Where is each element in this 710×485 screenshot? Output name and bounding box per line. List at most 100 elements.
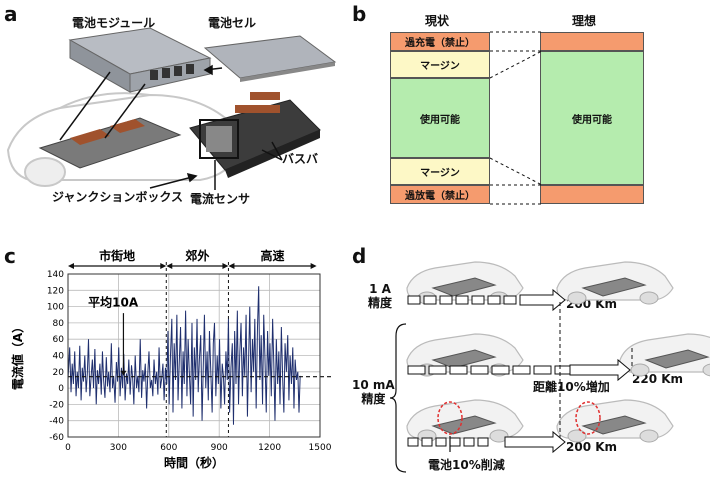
distance-block [455,295,469,305]
average-label: 平均10A [88,295,139,310]
car-wheel [630,363,650,377]
y-tick-label: 0 [58,384,64,394]
x-tick-label: 600 [160,443,177,453]
distance-block [463,437,475,447]
y-tick-label: 80 [53,319,65,329]
car-wheel [702,363,710,377]
battery-module-image [68,27,212,93]
mapping-dashed-lines [489,31,543,205]
distance-block [449,437,461,447]
segment-label: 市街地 [99,248,135,263]
car-image-1-end [556,261,674,305]
car-wheel [639,429,659,443]
x-tick-label: 300 [110,443,127,453]
y-tick-label: 40 [53,352,65,362]
column-current-label: 現状 [425,14,450,28]
distance-block [407,437,419,447]
distance-block [407,295,421,305]
x-tick-label: 0 [65,443,71,453]
car-battery [431,349,497,369]
distance-block [449,365,468,375]
usable-bar: 使用可能 [390,78,490,158]
column-ideal-label: 理想 [572,14,597,28]
overcharge-forbidden-bar: 過充電（禁止） [390,32,490,51]
segment-label: 高速 [261,248,285,263]
current-series-line [67,286,301,425]
precision-bracket [389,323,407,473]
battery-system-illustration [6,27,337,190]
chart-segment-arrows: 市街地郊外高速 [68,248,317,437]
segment-arrow-head [166,263,173,269]
range-arrow-1 [519,288,566,312]
range-arrow-3 [504,430,566,454]
car-image-3-end [556,399,674,443]
car-battery [644,349,710,369]
chart-x-axis-label: 時間（秒） [164,455,224,470]
car-wheel [489,429,509,443]
precision-1a-label: 1 A 精度 [368,282,393,310]
y-tick-label: -60 [49,433,64,443]
x-tick-label: 1500 [309,443,332,453]
junction-box-image [189,92,321,178]
range-comparison-diagram [389,261,710,473]
busbar-label: バスバ [282,152,319,166]
distance-block [512,365,531,375]
distance-blocks-2 [407,365,573,375]
range-200km-label-2: 200 Km [566,440,618,454]
average-annotation: 平均10A [88,295,139,376]
distance-block [428,365,447,375]
distance-block [421,437,433,447]
x-tick-label: 1200 [258,443,281,453]
distance-blocks-1 [407,295,517,305]
average-arrow-head [120,370,127,376]
margin-bottom-bar: マージン [390,158,490,185]
y-tick-label: 60 [53,335,65,345]
car-battery [581,415,647,435]
distance-block [439,295,453,305]
car-wheel [567,291,587,305]
panel-a-letter: a [4,2,18,26]
reduced-battery-marker [437,401,463,435]
chart-frame [67,273,321,438]
reduced-battery-marker [575,401,601,435]
y-tick-label: 100 [47,303,64,313]
panel-d-letter: d [352,244,367,268]
car-silhouette-image [6,92,242,187]
distance-block [471,295,485,305]
junction-box-label: ジャンクションボックス [52,190,184,204]
segment-arrow-head [310,263,317,269]
segment-arrow-head [222,263,229,269]
distance-block [423,295,437,305]
segment-arrow-head [160,263,167,269]
connector-arrows [59,64,283,190]
distance-block [503,295,517,305]
car-image-2-end [619,333,710,377]
chart-y-axis-label: 電流値（A） [10,321,25,390]
range-arrow-2 [569,358,631,382]
car-battery [431,277,497,297]
distance-block [491,365,510,375]
distance-blocks-3 [407,437,489,447]
battery-reduction-label: 電池10%削減 [428,458,505,472]
distance-block [470,365,489,375]
y-tick-label: -40 [49,417,64,427]
panel-c-letter: c [4,244,16,268]
ideal-usable-bar: 使用可能 [540,51,644,185]
distance-block [435,437,447,447]
distance-increase-label: 距離10%増加 [533,380,610,394]
overdischarge-forbidden-bar: 過放電（禁止） [390,185,490,204]
y-tick-label: 20 [53,368,65,378]
ideal-top-forbidden-bar [540,32,644,51]
distance-block [533,365,552,375]
distance-block [487,295,501,305]
car-wheel [567,429,587,443]
distance-block [554,365,573,375]
segment-arrow-head [228,263,235,269]
car-battery [431,415,497,435]
segment-arrow-head [68,263,74,269]
battery-cell-image [203,35,337,82]
margin-top-bar: マージン [390,51,490,78]
